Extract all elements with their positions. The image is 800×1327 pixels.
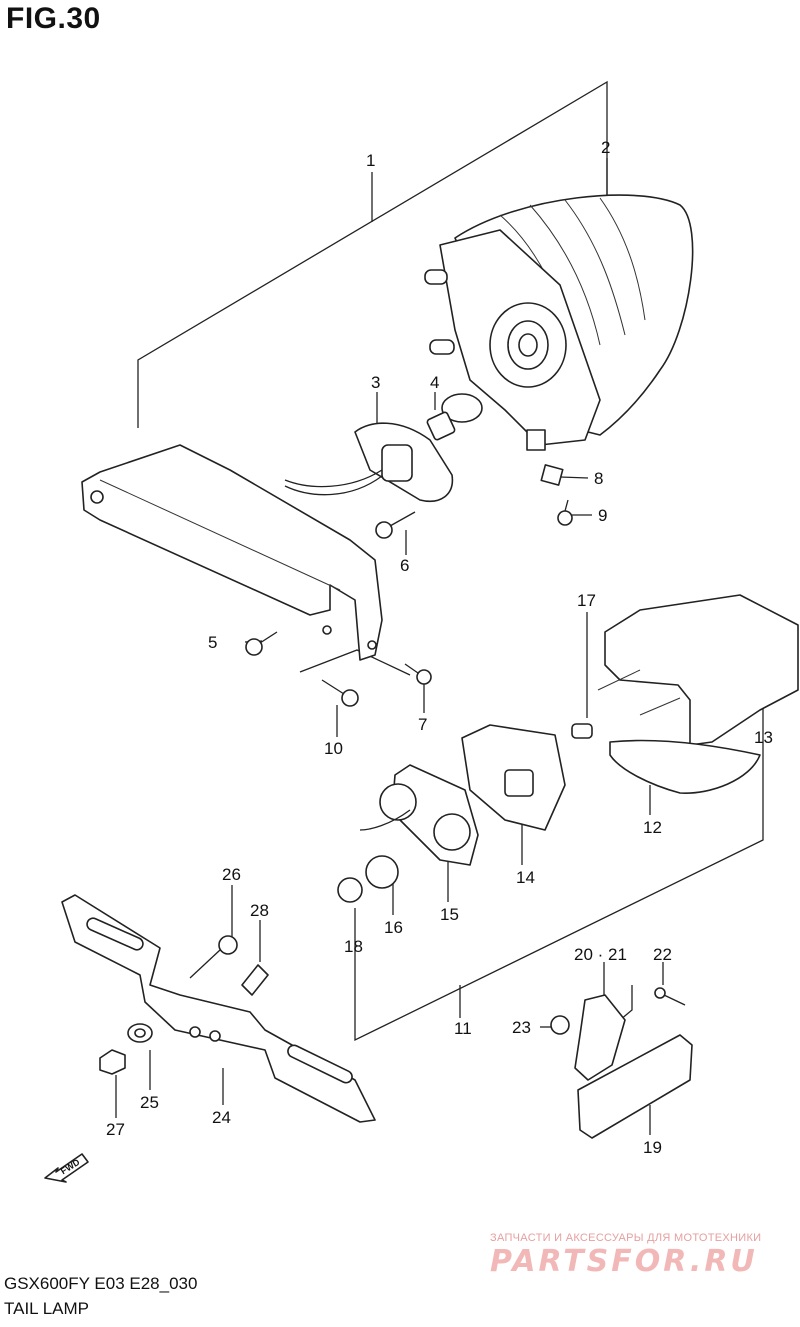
fwd-arrow-icon: FWD [44, 1153, 89, 1183]
figure-title: FIG.30 [6, 2, 101, 35]
callout-16: 16 [384, 918, 403, 937]
lamp-bracket [81, 444, 383, 661]
reflector-assembly [550, 987, 693, 1139]
callout-18: 18 [344, 937, 363, 956]
callout-labels: 1 2 3 4 5 6 7 8 9 11 12 13 14 15 16 17 1… [106, 138, 773, 1157]
callout-13: 13 [754, 728, 773, 747]
callout-25: 25 [140, 1093, 159, 1112]
callout-5: 5 [208, 633, 217, 652]
watermark-logo: PARTSFOR.RU [490, 1244, 758, 1279]
callout-12: 12 [643, 818, 662, 837]
plate-fasteners [99, 935, 269, 1075]
callout-14: 14 [516, 868, 535, 887]
callout-20-21: 20 · 21 [574, 945, 627, 964]
tail-bulb [426, 393, 483, 441]
callout-24: 24 [212, 1108, 231, 1127]
leader-lines [115, 80, 764, 1135]
bulb-socket [284, 422, 454, 502]
callout-10: 10 [324, 739, 343, 758]
callout-17: 17 [577, 591, 596, 610]
part-name: TAIL LAMP [4, 1299, 90, 1318]
callout-11: 11 [454, 1019, 472, 1038]
callout-22: 22 [653, 945, 672, 964]
license-lamp-socket [337, 723, 593, 903]
model-code: GSX600FY E03 E28_030 [4, 1274, 198, 1293]
callout-6: 6 [400, 556, 409, 575]
callout-3: 3 [371, 373, 380, 392]
callout-28: 28 [250, 901, 269, 920]
callout-2: 2 [601, 138, 610, 157]
callout-19: 19 [643, 1138, 662, 1157]
callout-15: 15 [440, 905, 459, 924]
watermark-tagline: ЗАПЧАСТИ И АКСЕССУАРЫ ДЛЯ МОТОТЕХНИКИ [490, 1232, 762, 1244]
screws [245, 464, 573, 707]
callout-27: 27 [106, 1120, 125, 1139]
callout-1: 1 [366, 151, 375, 170]
tail-lamp-lens [424, 194, 694, 451]
callout-23: 23 [512, 1018, 531, 1037]
callout-9: 9 [598, 506, 607, 525]
license-lamp-housing [597, 594, 799, 794]
license-plate-bracket [61, 894, 376, 1123]
callout-7: 7 [418, 715, 427, 734]
callout-8: 8 [594, 469, 603, 488]
callout-4: 4 [430, 373, 439, 392]
callout-26: 26 [222, 865, 241, 884]
